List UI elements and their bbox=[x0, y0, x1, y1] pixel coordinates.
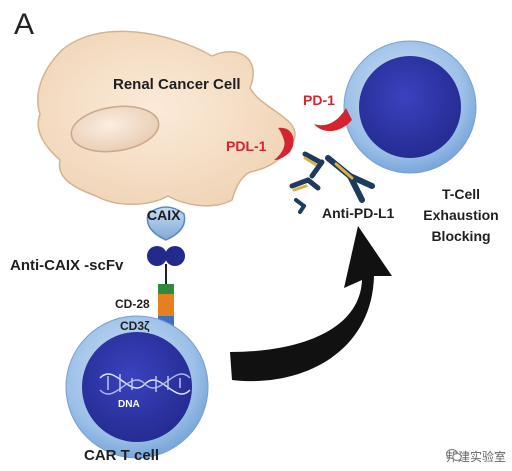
antibody-3 bbox=[289, 177, 321, 192]
caix-antigen bbox=[146, 206, 186, 241]
watermark-text: 邦建实验室 bbox=[445, 450, 506, 464]
cd3z-label: CD3ζ bbox=[120, 319, 150, 333]
panel-letter: A bbox=[14, 8, 35, 41]
hinge-domain bbox=[158, 284, 174, 294]
t-cell-label-line2: Exhaustion bbox=[423, 207, 499, 223]
cd28-domain bbox=[158, 294, 174, 316]
renal-cancer-cell-label: Renal Cancer Cell bbox=[113, 76, 241, 93]
antibody-2 bbox=[325, 155, 375, 203]
pdl1-label: PDL-1 bbox=[226, 138, 267, 154]
t-cell-exhaustion-label: T-Cell Exhaustion Blocking bbox=[418, 184, 504, 247]
t-cell-label-line3: Blocking bbox=[431, 228, 491, 244]
scfv-left bbox=[147, 246, 167, 266]
pd1-label: PD-1 bbox=[303, 92, 335, 108]
anti-pd-l1-label: Anti-PD-L1 bbox=[322, 205, 395, 221]
pdl1-receptor bbox=[274, 127, 294, 160]
car-t-cell-label: CAR T cell bbox=[84, 447, 160, 464]
t-cell-nucleus bbox=[359, 56, 461, 158]
anti-caix-scfv-label: Anti-CAIX -scFv bbox=[10, 257, 124, 274]
wechat-icon bbox=[445, 448, 462, 462]
pd1-receptor bbox=[314, 108, 352, 132]
caix-label: CAIX bbox=[147, 207, 181, 223]
watermark: 邦建实验室 bbox=[445, 448, 506, 465]
dna-label: DNA bbox=[118, 399, 140, 410]
antibody-4 bbox=[294, 198, 306, 214]
car-t-cell-nucleus bbox=[82, 332, 192, 442]
scfv-right bbox=[165, 246, 185, 266]
renal-cancer-cell bbox=[37, 30, 296, 207]
t-cell-label-line1: T-Cell bbox=[441, 186, 481, 202]
dna-helix bbox=[99, 373, 191, 395]
cd28-label: CD-28 bbox=[115, 297, 150, 311]
cancer-cell-vacuole bbox=[70, 105, 160, 153]
antibody-1 bbox=[302, 151, 325, 179]
curved-arrow bbox=[230, 226, 392, 382]
